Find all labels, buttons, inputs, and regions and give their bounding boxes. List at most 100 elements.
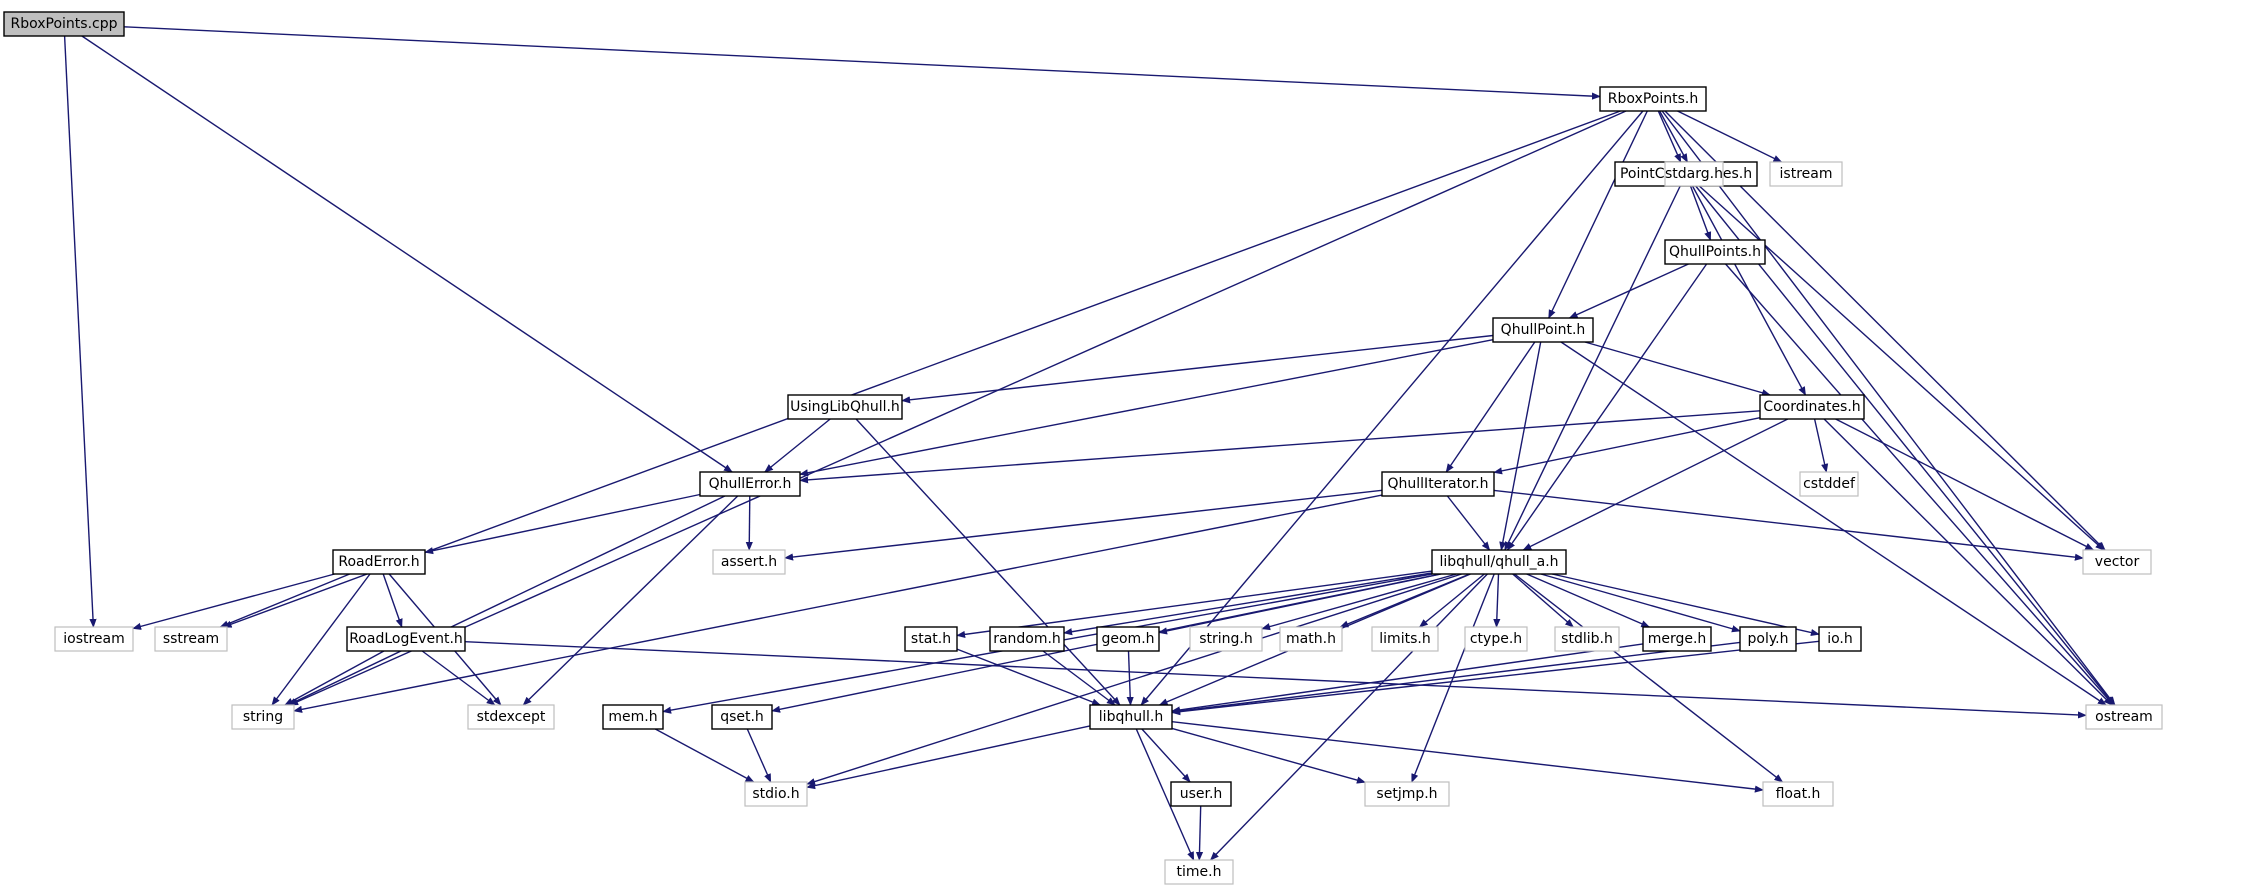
edge-qhullerror-h-to-roaderror-h xyxy=(424,493,701,555)
edge-roaderror-h-to-iostream xyxy=(132,573,335,630)
node-assert-h: assert.h xyxy=(712,549,786,575)
node-coordinates-h[interactable]: Coordinates.h xyxy=(1759,394,1865,420)
edge-coordinates-h-to-qhulliterator-h xyxy=(1493,417,1761,475)
node-qhullerror-h[interactable]: QhullError.h xyxy=(699,471,801,497)
node-rboxpoints-cpp[interactable]: RboxPoints.cpp xyxy=(3,11,125,37)
node-label-sstream: sstream xyxy=(163,631,219,647)
edge-qhullpoint-h-to-qhullerror-h xyxy=(799,339,1494,477)
node-label-ctype-h: ctype.h xyxy=(1470,631,1522,647)
edge-coordinates-h-to-vector xyxy=(1835,418,2095,551)
edge-rboxpoints-h-to-qhullpoint-h xyxy=(1548,110,1648,319)
node-box-limits-h xyxy=(1371,626,1439,652)
node-box-istream xyxy=(1769,161,1843,187)
node-label-rboxpoints-h: RboxPoints.h xyxy=(1608,91,1698,107)
node-merge-h[interactable]: merge.h xyxy=(1642,626,1712,652)
node-label-stdexcept: stdexcept xyxy=(477,709,546,725)
node-box-vector xyxy=(2082,549,2152,575)
node-box-time-h xyxy=(1164,859,1234,885)
node-geom-h[interactable]: geom.h xyxy=(1096,626,1160,652)
node-box-string xyxy=(231,704,295,730)
node-box-qhullpoint-h xyxy=(1492,317,1594,343)
node-libqhull-qhull-a-h[interactable]: libqhull/qhull_a.h xyxy=(1431,549,1567,575)
edge-coordinates-h-to-qhullerror-h xyxy=(799,410,1761,484)
edge-qhullpoint-h-to-usinglibqhull-h xyxy=(901,334,1494,404)
node-box-mem-h xyxy=(602,704,664,730)
node-label-usinglibqhull-h: UsingLibQhull.h xyxy=(790,399,900,415)
edge-qhullpoints-h-to-libqhull-qhull-a-h xyxy=(1506,263,1708,551)
node-roaderror-h[interactable]: RoadError.h xyxy=(332,549,426,575)
edge-libqhull-qhull-a-h-to-limits-h xyxy=(1418,573,1485,628)
node-io-h[interactable]: io.h xyxy=(1818,626,1862,652)
node-label-qhullpoint-h: QhullPoint.h xyxy=(1501,322,1586,338)
edge-qhullerror-h-to-stdexcept xyxy=(522,495,739,706)
node-stat-h[interactable]: stat.h xyxy=(904,626,958,652)
edge-rboxpoints-h-to-ostream xyxy=(1661,110,2116,706)
edge-rboxpoints-h-to-istream xyxy=(1677,110,1783,163)
node-stdarg-h: stdarg.h xyxy=(1664,161,1724,187)
edge-libqhull-qhull-a-h-to-stat-h xyxy=(956,570,1433,638)
node-random-h[interactable]: random.h xyxy=(989,626,1065,652)
edge-libqhull-h-to-setjmp-h xyxy=(1171,727,1366,784)
node-box-stat-h xyxy=(904,626,958,652)
node-poly-h[interactable]: poly.h xyxy=(1739,626,1797,652)
node-stdlib-h: stdlib.h xyxy=(1554,626,1620,652)
node-label-merge-h: merge.h xyxy=(1648,631,1707,647)
node-box-rboxpoints-cpp xyxy=(3,11,125,37)
node-roadlogevent-h[interactable]: RoadLogEvent.h xyxy=(346,626,466,652)
node-label-qhullerror-h: QhullError.h xyxy=(709,476,792,492)
node-libqhull-h[interactable]: libqhull.h xyxy=(1089,704,1173,730)
node-label-io-h: io.h xyxy=(1827,631,1853,647)
edge-qhulliterator-h-to-vector xyxy=(1493,489,2084,561)
edge-qhullpoint-h-to-qhulliterator-h xyxy=(1445,341,1536,473)
edge-libqhull-qhull-a-h-to-string-h xyxy=(1261,573,1457,631)
node-label-ostream: ostream xyxy=(2095,709,2153,725)
edge-rboxpoints-h-to-sstream xyxy=(222,110,1621,628)
edge-libqhull-h-to-user-h xyxy=(1141,728,1191,783)
node-label-roaderror-h: RoadError.h xyxy=(338,554,419,570)
node-qhulliterator-h[interactable]: QhullIterator.h xyxy=(1381,471,1495,497)
node-label-random-h: random.h xyxy=(993,631,1061,647)
node-qset-h[interactable]: qset.h xyxy=(711,704,773,730)
edge-libqhull-h-to-time-h xyxy=(1135,728,1195,861)
node-label-float-h: float.h xyxy=(1776,786,1821,802)
edge-io-h-to-libqhull-h xyxy=(1171,640,1820,716)
node-box-setjmp-h xyxy=(1364,781,1450,807)
node-label-vector: vector xyxy=(2095,554,2140,570)
node-label-geom-h: geom.h xyxy=(1101,631,1154,647)
edges-layer xyxy=(63,26,2116,861)
node-usinglibqhull-h[interactable]: UsingLibQhull.h xyxy=(787,394,903,420)
node-user-h[interactable]: user.h xyxy=(1170,781,1232,807)
edge-qhulliterator-h-to-string xyxy=(293,494,1383,713)
node-label-qhullpoints-h: QhullPoints.h xyxy=(1669,244,1761,260)
edge-libqhull-qhull-a-h-to-math-h xyxy=(1339,573,1470,628)
node-box-coordinates-h xyxy=(1759,394,1865,420)
node-qhullpoints-h[interactable]: QhullPoints.h xyxy=(1664,239,1766,265)
node-rboxpoints-h[interactable]: RboxPoints.h xyxy=(1599,86,1707,112)
node-box-stdio-h xyxy=(744,781,808,807)
node-box-qhullerror-h xyxy=(699,471,801,497)
edge-rboxpoints-h-to-stdarg-h xyxy=(1658,110,1689,163)
edge-qhullpoint-h-to-ostream xyxy=(1560,341,2107,706)
node-qhullpoint-h[interactable]: QhullPoint.h xyxy=(1492,317,1594,343)
node-mem-h[interactable]: mem.h xyxy=(602,704,664,730)
node-box-qhullpoints-h xyxy=(1664,239,1766,265)
node-label-string: string xyxy=(243,709,283,725)
edge-libqhull-h-to-stdio-h xyxy=(806,725,1091,790)
edge-pointcoordinates-h-to-qhullpoints-h xyxy=(1689,185,1712,241)
node-label-istream: istream xyxy=(1780,166,1833,182)
edge-roaderror-h-to-roadlogevent-h xyxy=(382,573,403,628)
node-label-stdarg-h: stdarg.h xyxy=(1665,166,1723,182)
edge-qhullpoint-h-to-libqhull-qhull-a-h xyxy=(1499,341,1542,551)
node-label-cstddef: cstddef xyxy=(1803,476,1856,492)
edge-roaderror-h-to-string xyxy=(271,573,371,706)
node-label-qset-h: qset.h xyxy=(720,709,764,725)
node-label-time-h: time.h xyxy=(1177,864,1222,880)
edge-stat-h-to-libqhull-h xyxy=(956,648,1102,706)
edge-coordinates-h-to-ostream xyxy=(1823,418,2113,706)
node-box-stdlib-h xyxy=(1554,626,1620,652)
edge-pointcoordinates-h-to-ostream xyxy=(1695,185,2115,706)
node-label-string-h: string.h xyxy=(1199,631,1253,647)
node-vector: vector xyxy=(2082,549,2152,575)
node-ctype-h: ctype.h xyxy=(1464,626,1528,652)
